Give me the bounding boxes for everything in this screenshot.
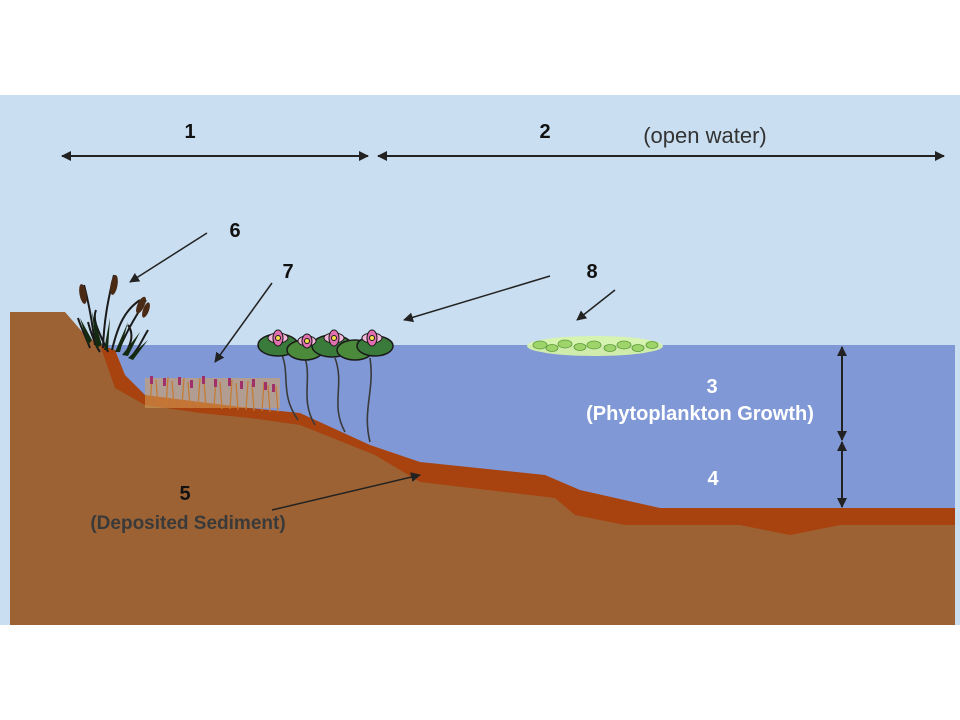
water-body [100,345,955,510]
callout-5-label: 5 [179,483,190,505]
callout-8-label: 8 [586,261,597,283]
pointer-5-arrow [271,472,421,511]
zone-2-label: 2 [539,121,550,143]
water-lily-flowers [267,329,383,349]
callout-5-note: (Deposited Sediment) [90,513,285,534]
callout-3-label: 3 [706,376,717,398]
callout-4-label: 4 [707,468,719,490]
pointer-6-arrow [129,232,208,283]
cattail-heads [79,275,150,318]
callout-3-note: (Phytoplankton Growth) [586,403,814,425]
submerged-plants [145,376,280,413]
floating-duckweed [527,336,663,356]
callout-6-label: 6 [229,220,240,242]
soil-ground [10,312,955,625]
zone-2-note: (open water) [643,123,767,148]
water-lily-stems [281,354,372,443]
zone-1-label: 1 [184,121,195,143]
callout-7-label: 7 [282,261,293,283]
pointer-7-arrow [214,282,273,363]
cattail-leaves [80,312,148,360]
pointer-8a-arrow [403,275,551,323]
sediment-layer [100,345,955,535]
pointer-8b-arrow [576,289,616,321]
